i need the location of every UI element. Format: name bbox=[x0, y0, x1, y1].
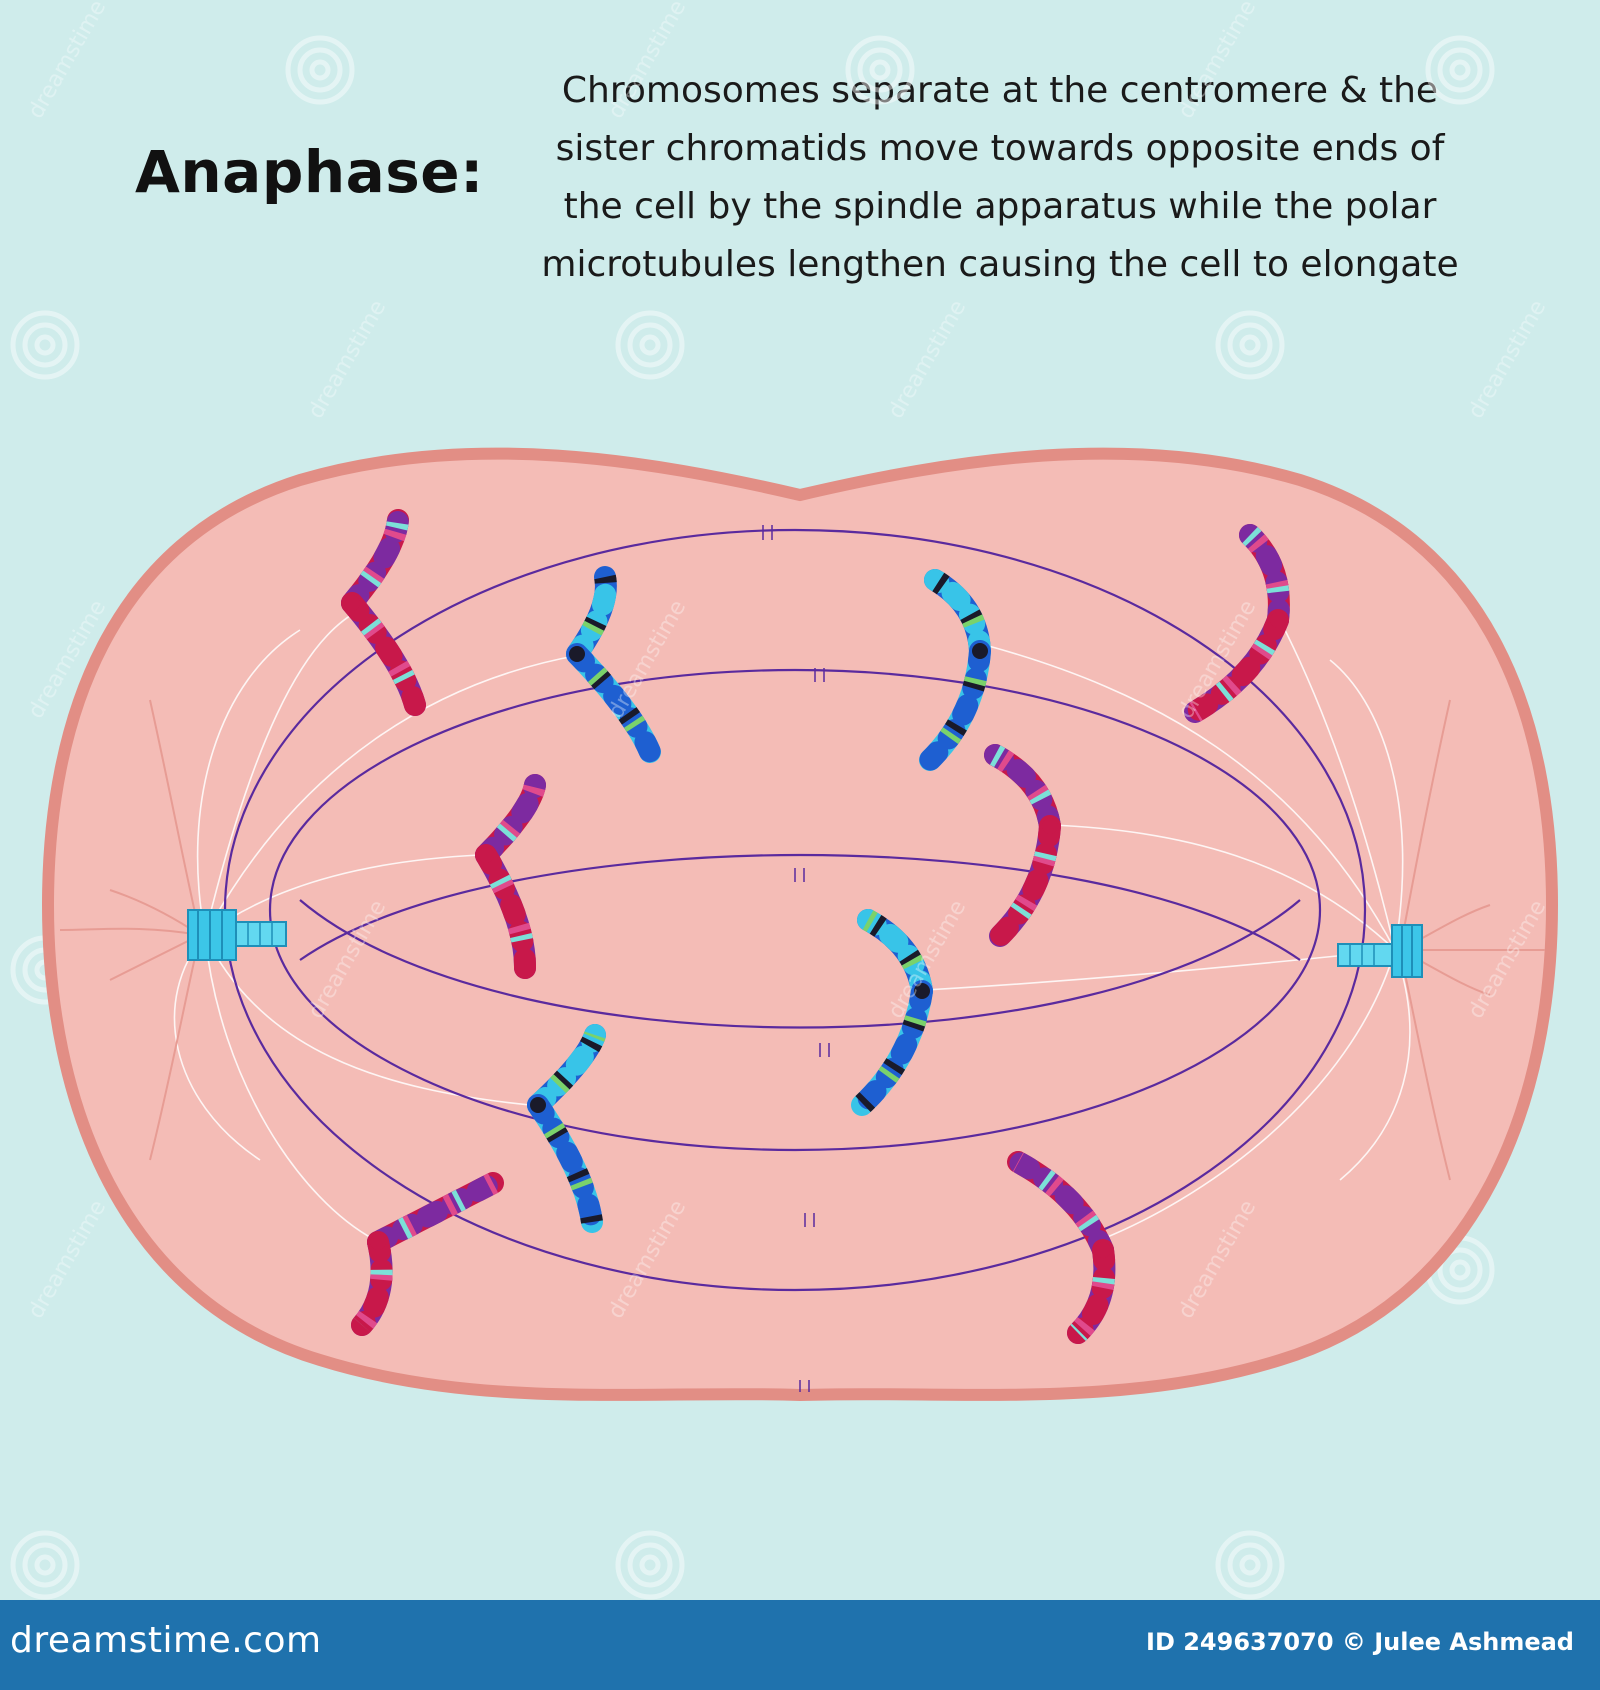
chromosome bbox=[1007, 1151, 1116, 1344]
centromere bbox=[914, 983, 930, 999]
watermark-text: dreamstime bbox=[24, 0, 112, 123]
watermark-spiral-icon bbox=[845, 35, 915, 105]
chromosome bbox=[351, 1172, 504, 1336]
centromere bbox=[344, 595, 360, 611]
chromosome bbox=[984, 744, 1061, 947]
description: Chromosomes separate at the centromere &… bbox=[500, 62, 1500, 294]
description-line: Chromosomes separate at the centromere &… bbox=[561, 70, 1439, 111]
overlap-markers bbox=[762, 525, 830, 1392]
chromosome bbox=[566, 566, 661, 763]
chromosome bbox=[475, 774, 546, 979]
watermark-spiral-icon bbox=[615, 310, 685, 380]
centromere bbox=[1095, 1242, 1111, 1258]
watermark-spiral-icon bbox=[10, 1530, 80, 1600]
footer-site-name[interactable]: dreamstime.com bbox=[10, 1620, 322, 1661]
watermark-spiral-icon bbox=[615, 1530, 685, 1600]
centrosome-left bbox=[187, 909, 287, 961]
description-line: the cell by the spindle apparatus while … bbox=[563, 186, 1437, 227]
centromere bbox=[370, 1234, 386, 1250]
footer-bar: dreamstime.com ID 249637070 © Julee Ashm… bbox=[0, 1600, 1600, 1690]
watermark-text: dreamstime bbox=[24, 1196, 112, 1323]
author-credit: © Julee Ashmead bbox=[1341, 1628, 1574, 1656]
description-line: microtubules lengthen causing the cell t… bbox=[541, 244, 1459, 285]
description-line: sister chromatids move towards opposite … bbox=[555, 128, 1445, 169]
watermark-text: dreamstime bbox=[304, 296, 392, 423]
centromere bbox=[972, 643, 988, 659]
image-id: ID 249637070 bbox=[1146, 1628, 1334, 1656]
watermark-text: dreamstime bbox=[1464, 296, 1552, 423]
chromosome bbox=[851, 909, 933, 1116]
page-title: Anaphase: bbox=[135, 138, 484, 206]
watermark-text: dreamstime bbox=[604, 0, 692, 123]
watermark-spiral-icon bbox=[10, 310, 80, 380]
watermark-spiral-icon bbox=[1215, 310, 1285, 380]
watermark-spiral-icon bbox=[1215, 1530, 1285, 1600]
footer-credit: ID 249637070 © Julee Ashmead bbox=[1146, 1628, 1574, 1656]
chromosome bbox=[341, 509, 426, 716]
centromere bbox=[478, 847, 494, 863]
chromosome bbox=[919, 569, 991, 771]
centrosome-right bbox=[1337, 924, 1423, 978]
watermark-spiral-icon bbox=[1425, 35, 1495, 105]
chromosome bbox=[527, 1024, 606, 1233]
chromosome bbox=[1184, 524, 1290, 723]
centromere bbox=[530, 1097, 546, 1113]
centromere bbox=[569, 646, 585, 662]
watermark-text: dreamstime bbox=[1174, 0, 1262, 123]
anaphase-diagram: dreamstime dreamstime dreamstime dreamstime… bbox=[10, 0, 1559, 1600]
centromere bbox=[1042, 818, 1058, 834]
watermark-spiral-icon bbox=[285, 35, 355, 105]
cell-membrane bbox=[41, 447, 1559, 1402]
chromosomes bbox=[341, 509, 1290, 1344]
centromere bbox=[1270, 612, 1286, 628]
watermark-text: dreamstime bbox=[884, 296, 972, 423]
